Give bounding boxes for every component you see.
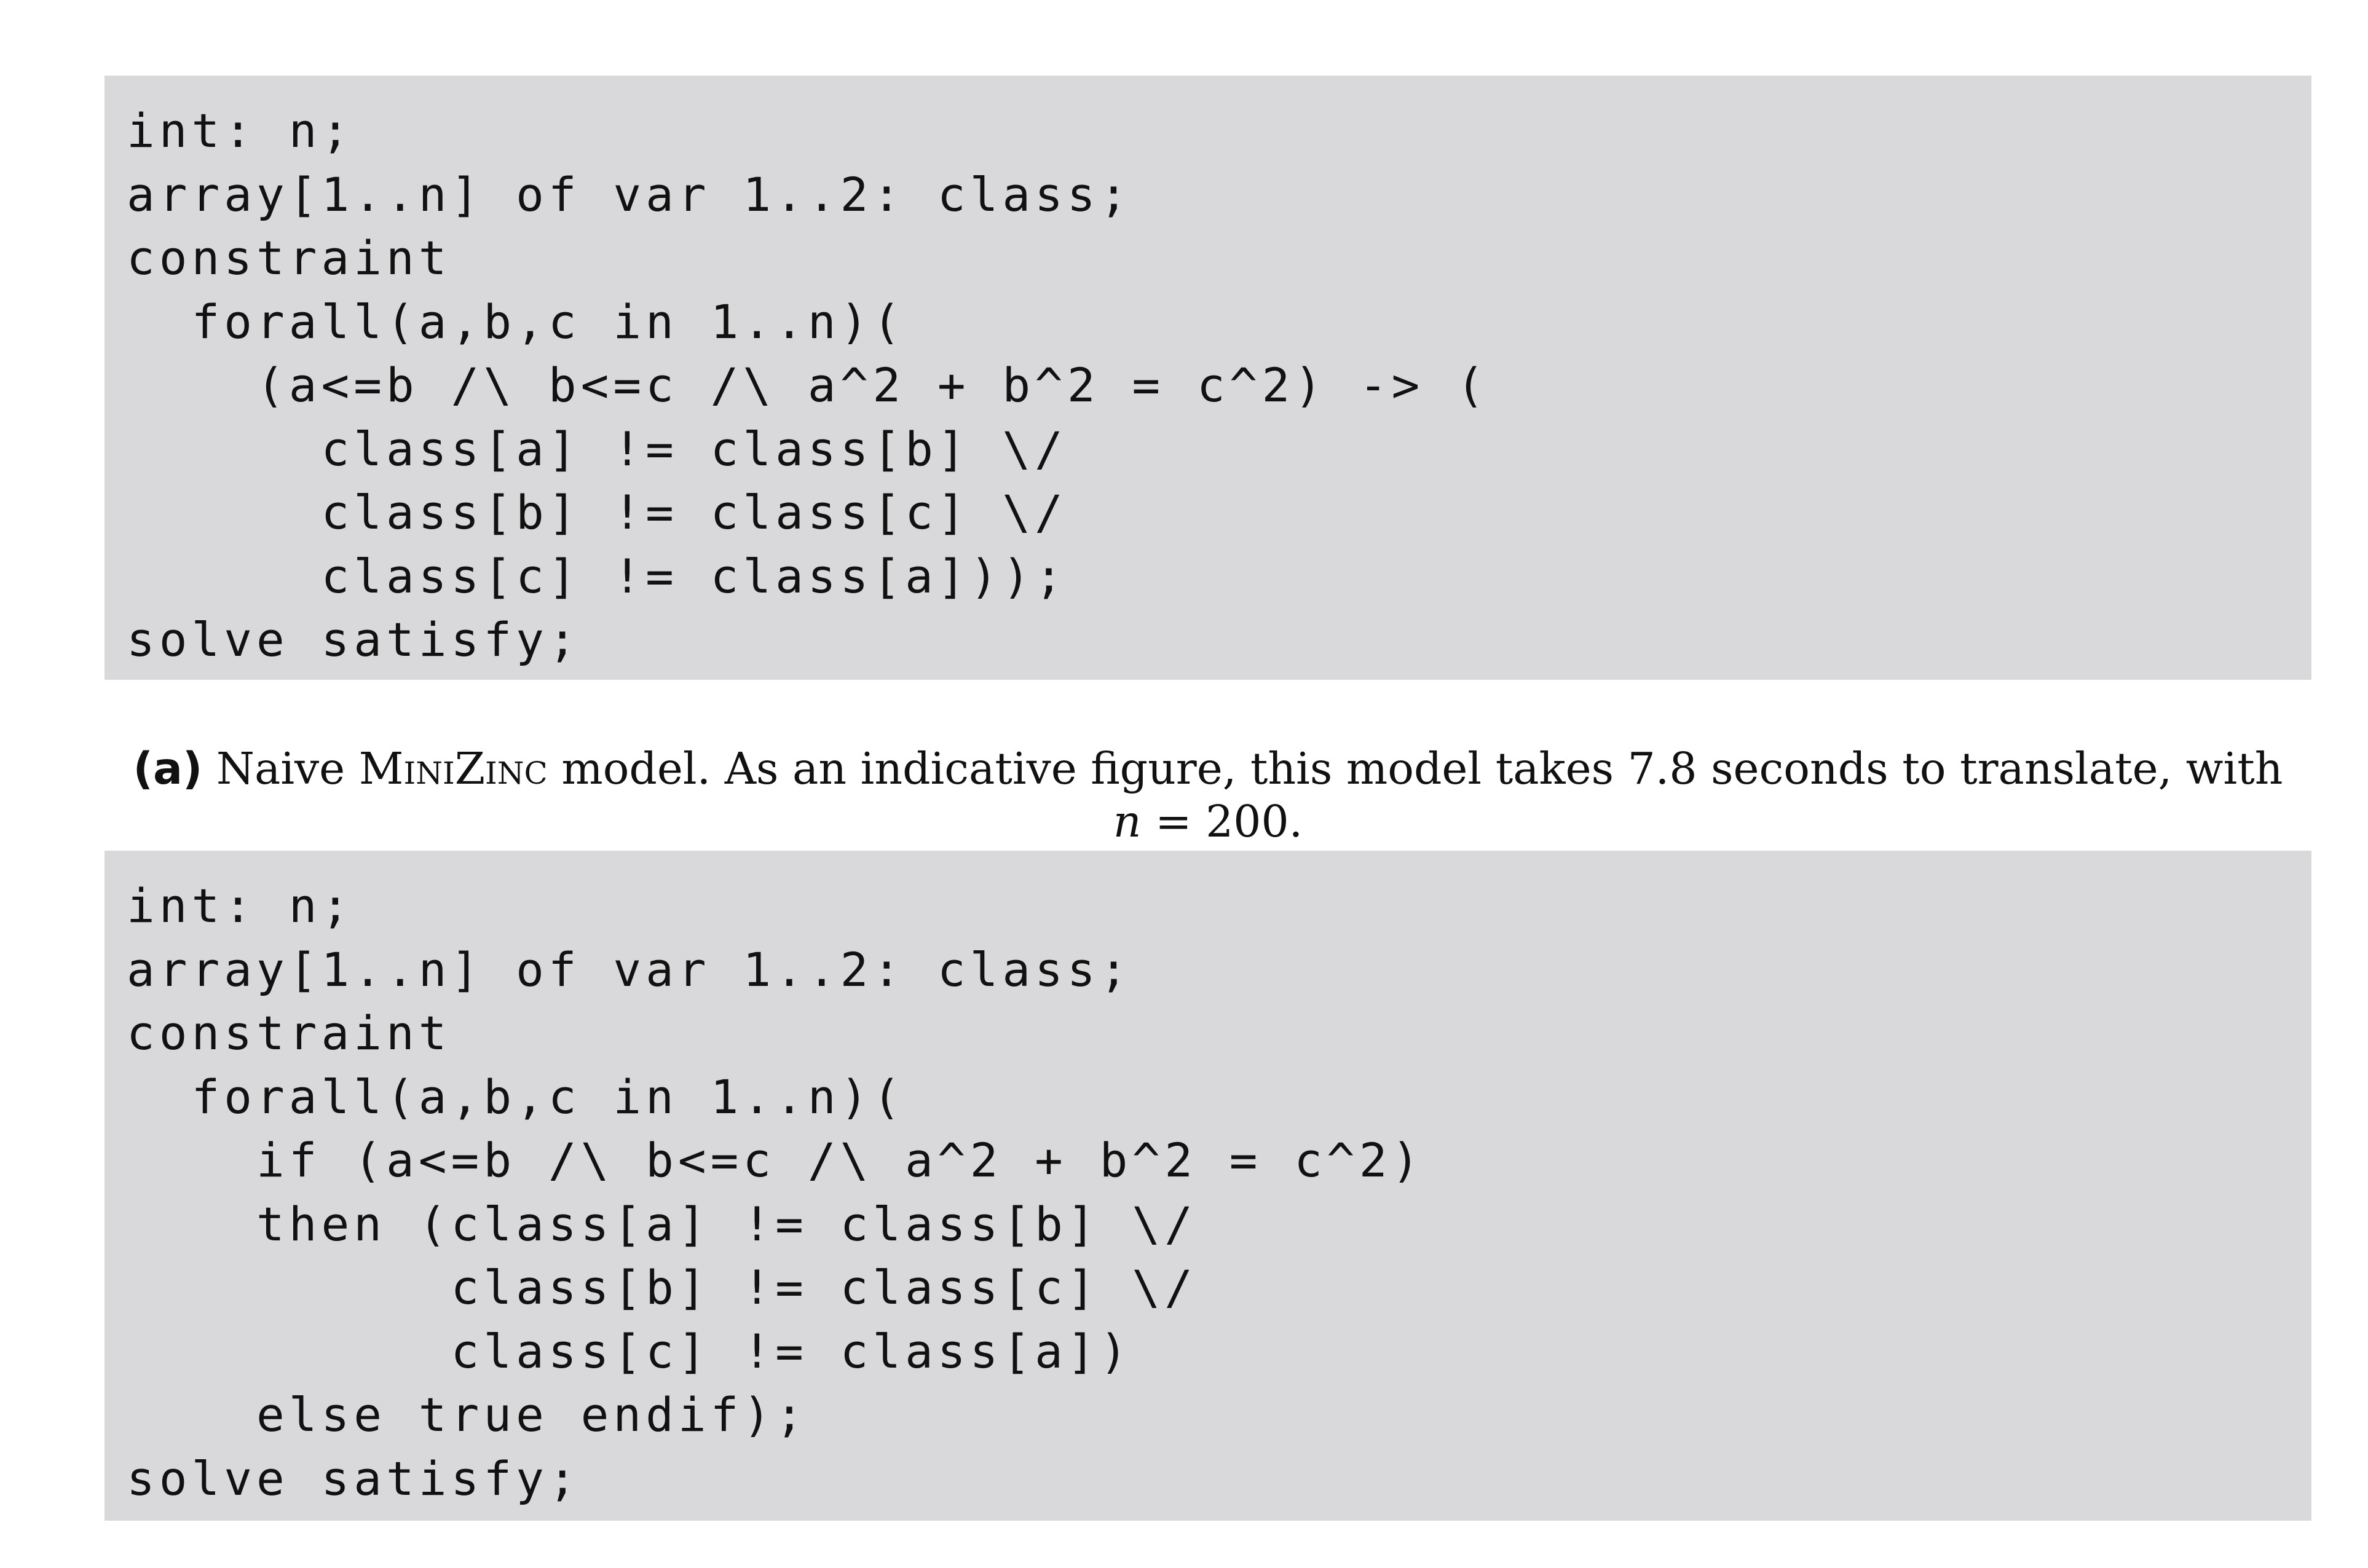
code-line: class[c] != class[a]));	[127, 548, 1067, 604]
code-line: class[b] != class[c] \/	[127, 1260, 1197, 1315]
code-line: solve satisfy;	[127, 612, 581, 667]
caption-label: (a)	[133, 743, 203, 794]
code-line: int: n;	[127, 103, 354, 158]
code-line: class[a] != class[b] \/	[127, 421, 1067, 476]
code-listing-naive-model: int: n; array[1..n] of var 1..2: class; …	[105, 76, 2311, 680]
caption-system-name: MiniZinc	[358, 743, 548, 794]
code-line: else true endif);	[127, 1387, 808, 1442]
figure-caption-a: (a) Naive MiniZinc model. As an indicati…	[105, 743, 2311, 848]
code-line: array[1..n] of var 1..2: class;	[127, 167, 1132, 222]
code-line: solve satisfy;	[127, 1451, 581, 1506]
code-line: then (class[a] != class[b] \/	[127, 1196, 1197, 1251]
code-line: constraint	[127, 1006, 451, 1060]
caption-math-rest: = 200.	[1141, 796, 1303, 847]
caption-text-before: Naive	[216, 743, 359, 794]
caption-math-variable: n	[1113, 796, 1142, 847]
code-line: forall(a,b,c in 1..n)(	[127, 294, 906, 349]
code-listing-if-then-else-model: int: n; array[1..n] of var 1..2: class; …	[105, 851, 2311, 1521]
caption-text-after: model. As an indicative figure, this mod…	[547, 743, 2283, 794]
code-line: class[b] != class[c] \/	[127, 485, 1067, 540]
code-line: if (a<=b /\ b<=c /\ a^2 + b^2 = c^2)	[127, 1133, 1424, 1188]
code-line: forall(a,b,c in 1..n)(	[127, 1069, 906, 1124]
code-line: int: n;	[127, 878, 354, 933]
code-line: class[c] != class[a])	[127, 1323, 1132, 1379]
code-line: array[1..n] of var 1..2: class;	[127, 942, 1132, 997]
code-line: (a<=b /\ b<=c /\ a^2 + b^2 = c^2) -> (	[127, 358, 1489, 412]
code-line: constraint	[127, 230, 451, 285]
